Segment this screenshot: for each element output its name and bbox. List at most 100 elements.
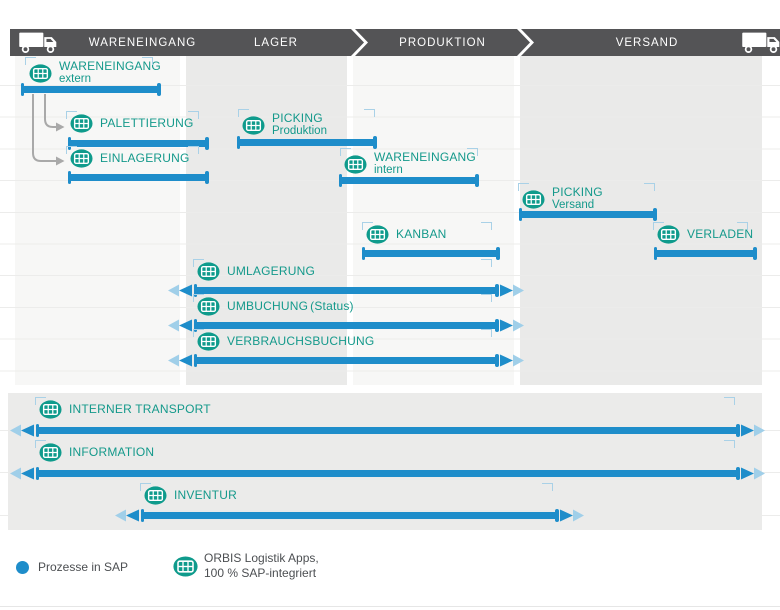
bracket-top-right-icon <box>542 483 553 491</box>
bracket-top-right-icon <box>142 57 153 65</box>
process-picking-produktion: PICKING Produktion <box>238 109 375 138</box>
bracket-top-right-icon <box>188 146 199 154</box>
process-label: INVENTUR <box>174 488 237 502</box>
process-wareneingang-intern: WARENEINGANG intern <box>340 148 478 177</box>
bracket-top-right-icon <box>481 259 492 267</box>
bracket-top-right-icon <box>467 148 478 156</box>
bracket-top-left-icon <box>193 329 204 337</box>
bracket-top-right-icon <box>481 222 492 230</box>
process-label-note: (Status) <box>310 299 354 313</box>
sap-process-bar <box>10 424 765 437</box>
bracket-top-left-icon <box>25 57 36 65</box>
banner-stage-lager: LAGER <box>188 29 364 56</box>
truck-icon <box>18 30 58 58</box>
bracket-top-right-icon <box>737 222 748 230</box>
arrow-left-icon <box>10 424 34 437</box>
banner-stage-label: WARENEINGANG <box>88 36 197 49</box>
orbis-app-icon <box>29 63 52 83</box>
bracket-top-right-icon <box>364 109 375 117</box>
process-label: EINLAGERUNG <box>100 151 190 165</box>
arrow-left-icon <box>10 467 34 480</box>
orbis-app-icon <box>39 400 62 419</box>
legend-orbis-line2: 100 % SAP-integriert <box>204 566 317 580</box>
process-inventur: INVENTUR <box>140 483 553 505</box>
orbis-app-icon <box>344 154 367 174</box>
orbis-app-icon <box>522 189 545 209</box>
process-label: PICKING <box>552 185 603 199</box>
arrow-right-icon <box>500 319 524 332</box>
arrow-left-icon <box>168 284 192 297</box>
process-umlagerung: UMLAGERUNG <box>193 259 492 281</box>
orbis-app-icon <box>242 115 265 135</box>
bracket-top-right-icon <box>188 111 199 119</box>
bracket-top-left-icon <box>193 294 204 302</box>
arrow-left-icon <box>168 319 192 332</box>
bracket-top-left-icon <box>340 148 351 156</box>
process-sublabel: Produktion <box>272 125 327 137</box>
sap-process-bar <box>20 83 161 96</box>
bracket-top-right-icon <box>644 183 655 191</box>
sap-process-bar <box>236 136 377 149</box>
process-palettierung: PALETTIERUNG <box>66 111 199 133</box>
orbis-app-icon <box>144 486 167 505</box>
process-interner-transport: INTERNER TRANSPORT <box>35 397 735 419</box>
process-kanban: KANBAN <box>362 222 492 244</box>
banner-stage-wareneingang: WARENEINGANG <box>10 29 235 56</box>
arrow-right-icon <box>500 354 524 367</box>
bracket-top-left-icon <box>653 222 664 230</box>
bracket-top-left-icon <box>66 111 77 119</box>
legend-sap-label: Prozesse in SAP <box>38 560 129 574</box>
bracket-top-right-icon <box>481 294 492 302</box>
process-label: UMBUCHUNG(Status) <box>227 299 354 313</box>
arrow-left-icon <box>168 354 192 367</box>
legend-orbis-line1: ORBIS Logistik Apps, <box>204 551 319 565</box>
orbis-app-icon <box>173 556 198 577</box>
truck-icon <box>741 30 780 58</box>
bracket-top-left-icon <box>518 183 529 191</box>
bracket-top-left-icon <box>238 109 249 117</box>
orbis-app-icon <box>39 443 62 462</box>
arrow-right-icon <box>560 509 584 522</box>
process-label: PALETTIERUNG <box>100 116 194 130</box>
process-verladen: VERLADEN <box>653 222 753 244</box>
process-umbuchung: UMBUCHUNG(Status) <box>193 294 492 316</box>
process-label: UMLAGERUNG <box>227 264 316 278</box>
bracket-top-right-icon <box>724 397 735 405</box>
bracket-top-left-icon <box>35 397 46 405</box>
process-label: INFORMATION <box>69 445 155 459</box>
arrow-left-icon <box>115 509 139 522</box>
process-label: VERBRAUCHSBUCHUNG <box>227 334 375 348</box>
process-verbrauchsbuchung: VERBRAUCHSBUCHUNG <box>193 329 492 351</box>
sap-process-bar <box>653 247 757 260</box>
banner-stage-versand: VERSAND <box>521 29 780 56</box>
process-label: KANBAN <box>396 227 447 241</box>
arrow-right-icon <box>741 424 765 437</box>
bracket-top-left-icon <box>193 259 204 267</box>
sap-process-bar <box>518 208 657 221</box>
banner-stage-label: VERSAND <box>615 36 679 49</box>
process-label: WARENEINGANG <box>59 59 161 73</box>
process-label: PICKING <box>272 111 323 125</box>
bracket-top-left-icon <box>66 146 77 154</box>
banner-stage-label: PRODUKTION <box>399 36 486 49</box>
sap-process-bar <box>10 467 765 480</box>
banner-stage-produktion: PRODUKTION <box>355 29 530 56</box>
sap-process-bar <box>168 354 524 367</box>
column-versand <box>520 56 762 385</box>
bracket-top-right-icon <box>724 440 735 448</box>
sap-process-bar <box>67 171 209 184</box>
process-wareneingang-extern: WARENEINGANG extern <box>25 57 161 86</box>
bracket-top-left-icon <box>35 440 46 448</box>
process-label: WARENEINGANG <box>374 150 476 164</box>
sap-process-bar <box>361 247 500 260</box>
page-bottom-divider <box>0 606 780 607</box>
bracket-top-right-icon <box>481 329 492 337</box>
arrow-right-icon <box>500 284 524 297</box>
legend-orbis-label: ORBIS Logistik Apps, 100 % SAP-integrier… <box>204 551 319 581</box>
cross-process-panel <box>8 393 762 530</box>
process-picking-versand: PICKING Versand <box>518 183 655 212</box>
sap-process-bar <box>338 174 479 187</box>
process-einlagerung: EINLAGERUNG <box>66 146 199 168</box>
arrow-right-icon <box>741 467 765 480</box>
